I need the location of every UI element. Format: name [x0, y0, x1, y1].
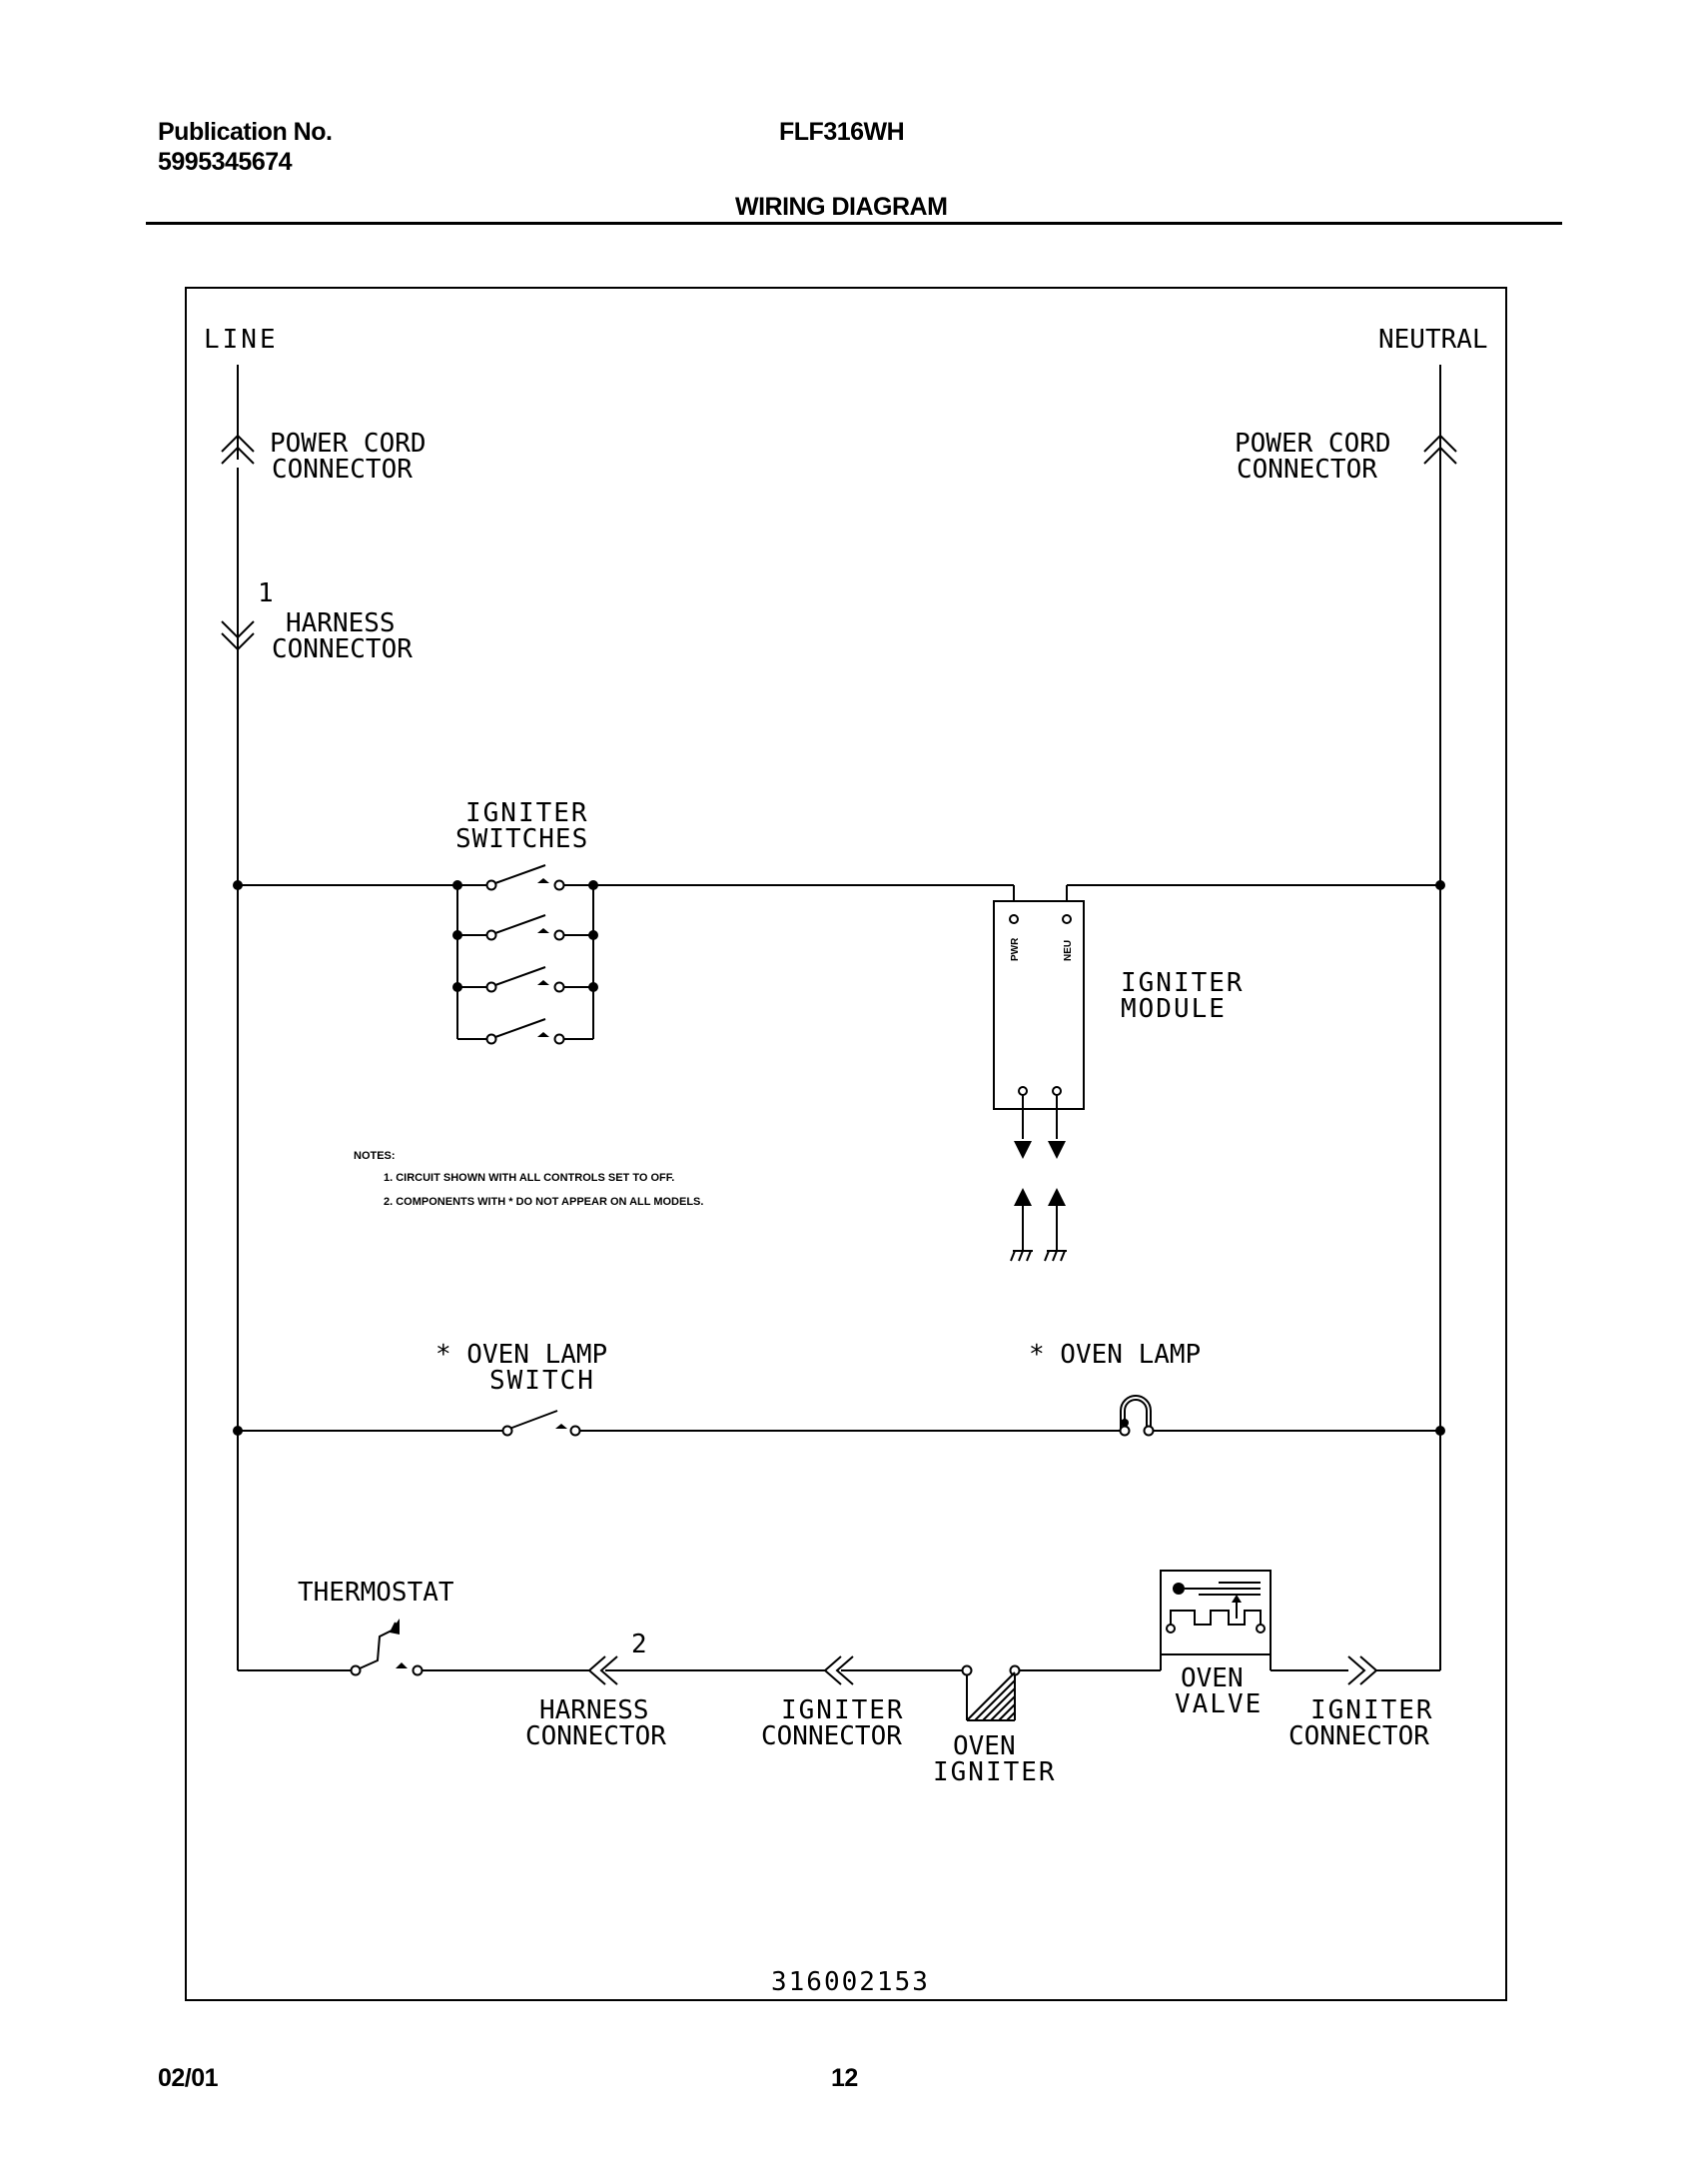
thermostat-label: THERMOSTAT	[298, 1578, 454, 1608]
publication-label: Publication No.	[158, 118, 333, 146]
harness-left-line2: CONNECTOR	[272, 634, 413, 664]
igniter-module-line1: IGNITER	[1121, 968, 1245, 998]
power-cord-right-line2: CONNECTOR	[1237, 455, 1377, 485]
notes-title: NOTES:	[354, 1150, 396, 1162]
oven-valve	[1160, 1570, 1348, 1671]
oven-igniter-line2: IGNITER	[933, 1757, 1057, 1787]
module-pin-pwr: PWR	[1010, 937, 1021, 961]
igniter-connector-2-line1: IGNITER	[1310, 1695, 1434, 1725]
igniter-connector-1	[823, 1655, 963, 1685]
line-rail	[221, 365, 255, 1670]
igniter-connector-1-line2: CONNECTOR	[761, 1721, 902, 1751]
oven-igniter-line1: OVEN	[953, 1731, 1016, 1761]
igniter-module-line2: MODULE	[1121, 994, 1227, 1024]
igniter-switches-line1: IGNITER	[465, 798, 589, 828]
line-label: LINE	[204, 325, 279, 355]
section-title: WIRING DIAGRAM	[735, 193, 948, 221]
neutral-label: NEUTRAL	[1378, 325, 1488, 355]
model-number: FLF316WH	[779, 118, 905, 146]
harness-left-line1: HARNESS	[286, 608, 396, 638]
oven-valve-line2: VALVE	[1175, 1689, 1263, 1719]
oven-lamp-label: * OVEN LAMP	[1029, 1340, 1201, 1370]
harness-pin-1: 1	[258, 578, 274, 608]
igniter-module	[993, 884, 1440, 1262]
module-pin-neu: NEU	[1063, 940, 1074, 961]
igniter-switches	[233, 864, 1445, 1045]
publication-number: 5995345674	[158, 148, 293, 176]
igniter-connector-2	[1347, 1655, 1440, 1685]
thermostat	[238, 1619, 589, 1676]
oven-igniter	[961, 1664, 1161, 1721]
diagram-frame	[185, 287, 1507, 2001]
igniter-connector-2-line2: CONNECTOR	[1288, 1721, 1429, 1751]
oven-lamp-switch-line1: * OVEN LAMP	[435, 1340, 607, 1370]
oven-lamp-switch-line2: SWITCH	[489, 1366, 595, 1396]
drawing-number: 316002153	[771, 1967, 930, 1997]
igniter-connector-1-line1: IGNITER	[781, 1695, 905, 1725]
harness-bottom-line1: HARNESS	[539, 1695, 649, 1725]
neutral-rail	[1423, 365, 1457, 1670]
footer-page: 12	[831, 2064, 858, 2092]
igniter-switches-line2: SWITCHES	[455, 824, 588, 854]
footer-date: 02/01	[158, 2064, 219, 2092]
power-cord-right-line1: POWER CORD	[1235, 429, 1391, 459]
power-cord-left-line2: CONNECTOR	[272, 455, 413, 485]
oven-valve-line1: OVEN	[1181, 1663, 1244, 1693]
harness-bottom-line2: CONNECTOR	[525, 1721, 666, 1751]
header-rule	[146, 222, 1562, 225]
power-cord-left-line1: POWER CORD	[270, 429, 427, 459]
note-1: 1. CIRCUIT SHOWN WITH ALL CONTROLS SET T…	[384, 1172, 674, 1184]
harness-pin-2: 2	[631, 1630, 647, 1659]
harness-connector-bottom	[587, 1655, 825, 1685]
note-2: 2. COMPONENTS WITH * DO NOT APPEAR ON AL…	[384, 1196, 703, 1208]
oven-lamp-circuit	[233, 1395, 1445, 1437]
